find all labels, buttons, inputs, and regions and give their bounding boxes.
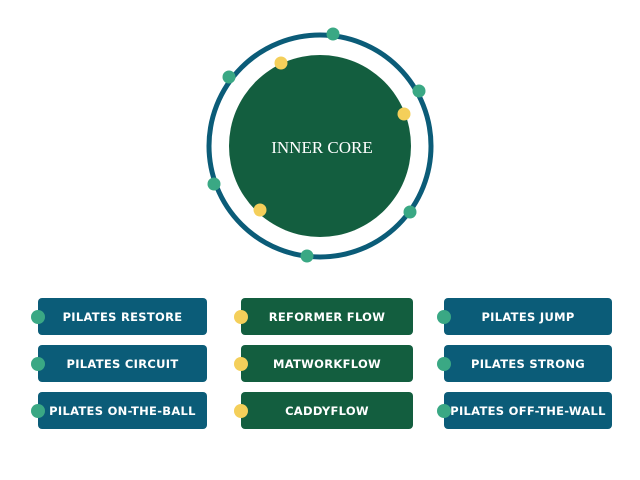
core-dot-yellow: [274, 56, 288, 70]
ring-dot-mint: [300, 249, 314, 263]
ring-dot-mint: [222, 70, 236, 84]
class-pill-reformer-flow[interactable]: REFORMER FLOW: [234, 298, 413, 335]
core-dot-yellow: [397, 107, 411, 121]
class-pill-pilates-off-the-wall[interactable]: PILATES OFF-THE-WALL: [437, 392, 612, 429]
core-dot-yellow: [253, 203, 267, 217]
ring-dot-mint: [403, 205, 417, 219]
class-pill-matworkflow[interactable]: MATWORKFLOW: [234, 345, 413, 382]
bullet-dot: [437, 356, 451, 371]
class-pill-pilates-circuit[interactable]: PILATES CIRCUIT: [31, 345, 207, 382]
class-label: REFORMER FLOW: [268, 309, 386, 324]
class-label: PILATES RESTORE: [62, 309, 183, 324]
class-pill-pilates-restore[interactable]: PILATES RESTORE: [31, 298, 207, 335]
bullet-dot: [437, 403, 451, 418]
class-label: PILATES OFF-THE-WALL: [450, 403, 606, 418]
bullet-dot: [31, 356, 45, 371]
bullet-dot: [234, 403, 248, 418]
class-pill-pilates-jump[interactable]: PILATES JUMP: [437, 298, 612, 335]
class-label: PILATES JUMP: [481, 309, 575, 324]
class-pill-pilates-strong[interactable]: PILATES STRONG: [437, 345, 612, 382]
class-label: PILATES CIRCUIT: [66, 356, 179, 371]
bullet-dot: [31, 403, 45, 418]
class-label: CADDYFLOW: [285, 403, 369, 418]
ring-dot-mint: [412, 84, 426, 98]
center-title: INNER CORE: [271, 138, 373, 157]
class-label: PILATES STRONG: [470, 356, 586, 371]
ring-dot-mint: [207, 177, 221, 191]
bullet-dot: [31, 309, 45, 324]
class-pill-pilates-on-the-ball[interactable]: PILATES ON-THE-BALL: [31, 392, 207, 429]
bullet-dot: [234, 356, 248, 371]
ring-dot-mint: [326, 27, 340, 41]
class-pill-caddyflow[interactable]: CADDYFLOW: [234, 392, 413, 429]
bullet-dot: [234, 309, 248, 324]
bullet-dot: [437, 309, 451, 324]
inner-core-circle: [229, 55, 411, 237]
class-label: MATWORKFLOW: [272, 356, 382, 371]
class-label: PILATES ON-THE-BALL: [49, 403, 196, 418]
orbit-ring: [206, 32, 434, 260]
